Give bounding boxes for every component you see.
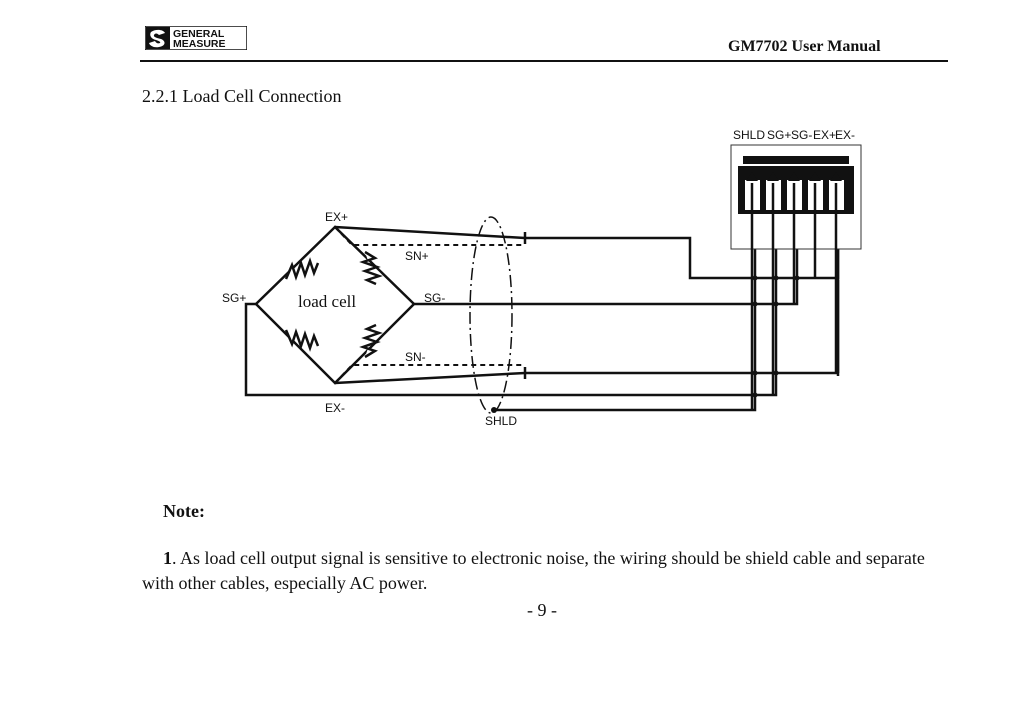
terminal-label-sg-minus: SG-: [791, 128, 812, 142]
wire-sg-plus: [244, 188, 778, 397]
shield-node: [491, 407, 497, 413]
terminal-block: [730, 144, 862, 250]
label-sg-plus: SG+: [222, 291, 246, 305]
logo-text-line1: GENERAL: [173, 28, 225, 40]
terminal-label-ex-plus: EX+: [813, 128, 836, 142]
logo-text-line2: MEASURE: [173, 38, 226, 50]
resistor-top-right-icon: [359, 250, 383, 286]
note-item-text: . As load cell output signal is sensitiv…: [142, 548, 925, 593]
label-sn-plus: SN+: [405, 249, 429, 263]
page-number: - 9 -: [527, 600, 557, 620]
note-item-number: 1: [163, 548, 172, 568]
logo-mark-icon: [149, 29, 165, 48]
label-shld: SHLD: [485, 414, 517, 428]
shield-ellipse: [469, 216, 513, 414]
wire-shld: [494, 188, 757, 412]
manual-title: GM7702 User Manual: [728, 38, 881, 55]
resistor-bottom-right-icon: [359, 323, 383, 359]
terminal-label-shld: SHLD: [733, 128, 765, 142]
wire-ex-minus: [334, 280, 840, 385]
general-measure-logo: GENERAL MEASURE: [145, 26, 247, 50]
label-sg-minus: SG-: [424, 291, 445, 305]
note-item-1: 1. As load cell output signal is sensiti…: [142, 546, 948, 596]
section-heading: 2.2.1 Load Cell Connection: [142, 86, 342, 106]
header-divider: [140, 60, 948, 62]
label-sn-minus: SN-: [405, 350, 426, 364]
resistor-bottom-left-icon: [284, 328, 320, 352]
resistor-top-left-icon: [284, 257, 320, 281]
label-load-cell: load cell: [298, 292, 356, 311]
terminal-label-sg-plus: SG+: [767, 128, 791, 142]
note-heading: Note:: [163, 501, 205, 521]
label-ex-minus: EX-: [325, 401, 345, 415]
load-cell-wiring-diagram: EX+ EX- SG+ SG- SN+ SN- SHLD load cell S…: [222, 128, 862, 428]
terminal-label-ex-minus: EX-: [835, 128, 855, 142]
label-ex-plus: EX+: [325, 210, 348, 224]
